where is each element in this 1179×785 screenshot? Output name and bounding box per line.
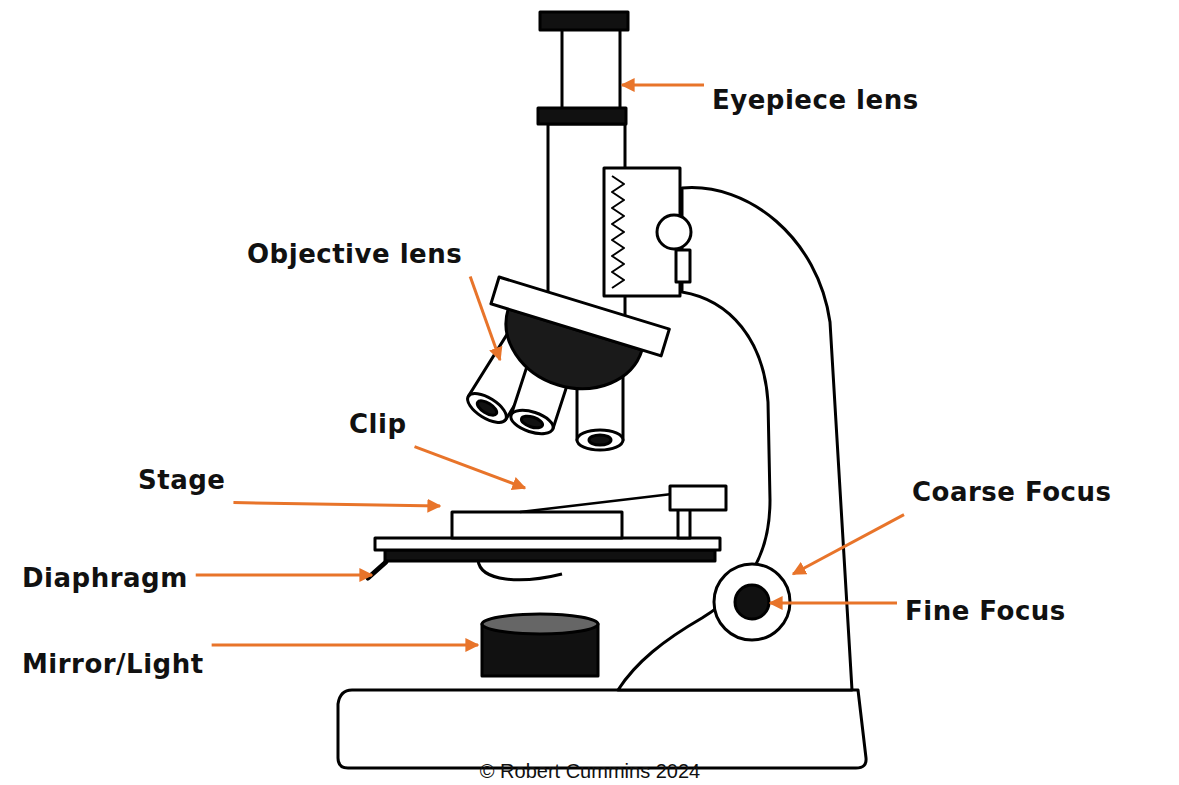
slide	[452, 512, 622, 538]
leader-arrow	[770, 602, 897, 605]
leader-arrow	[196, 574, 372, 577]
eyepiece-tube-shape	[540, 12, 628, 30]
part-label: Coarse Focus	[912, 478, 1111, 507]
focus-knobs-shape	[735, 585, 769, 619]
part-label: Fine Focus	[905, 597, 1066, 626]
microscope-base	[338, 690, 866, 768]
microscope-base-shape	[338, 690, 866, 768]
leader-arrow	[470, 277, 500, 360]
eyepiece-tube-shape	[562, 28, 620, 110]
stage-plate-shape	[375, 538, 720, 550]
objective-tubes-shape	[589, 435, 611, 445]
objective-tubes-shape	[508, 406, 556, 439]
substage	[478, 560, 562, 580]
leader-arrow	[415, 447, 525, 488]
focus-rack-shape	[612, 176, 624, 288]
objective-tubes-shape	[577, 430, 623, 450]
tube-knob	[657, 215, 691, 282]
part-label: Objective lens	[247, 240, 462, 269]
slide-shape	[452, 512, 622, 538]
leader-arrow	[793, 515, 904, 574]
eyepiece-tube-shape	[538, 108, 626, 124]
tube-knob-shape	[657, 215, 691, 249]
eyepiece-tube	[538, 12, 628, 124]
diaphragm-shape	[385, 550, 715, 561]
stage-plate	[375, 538, 720, 550]
part-label: Eyepiece lens	[712, 86, 919, 115]
stage-clip	[520, 486, 726, 538]
part-label: Clip	[349, 410, 407, 439]
part-label: Diaphragm	[22, 564, 188, 593]
leader-arrow	[233, 503, 440, 506]
mirror-light-shape	[482, 614, 598, 634]
nosepiece-shape	[491, 277, 669, 356]
part-label: Stage	[138, 466, 225, 495]
objective-tubes-shape	[520, 414, 544, 430]
leader-arrow	[622, 84, 704, 87]
objective-tubes-shape	[475, 398, 499, 418]
stage-clip-shape	[670, 486, 726, 510]
tube-knob-shape	[676, 250, 690, 282]
stage-clip-shape	[678, 508, 690, 538]
nosepiece	[474, 277, 669, 411]
mirror-light	[482, 614, 598, 676]
leader-arrow	[212, 644, 478, 647]
part-label: Mirror/Light	[22, 650, 204, 679]
diaphragm	[368, 550, 715, 578]
substage-shape	[478, 560, 562, 580]
stage-clip-shape	[520, 494, 672, 512]
copyright-caption: © Robert Cummins 2024	[480, 760, 700, 782]
objective-tubes-shape	[463, 388, 511, 428]
